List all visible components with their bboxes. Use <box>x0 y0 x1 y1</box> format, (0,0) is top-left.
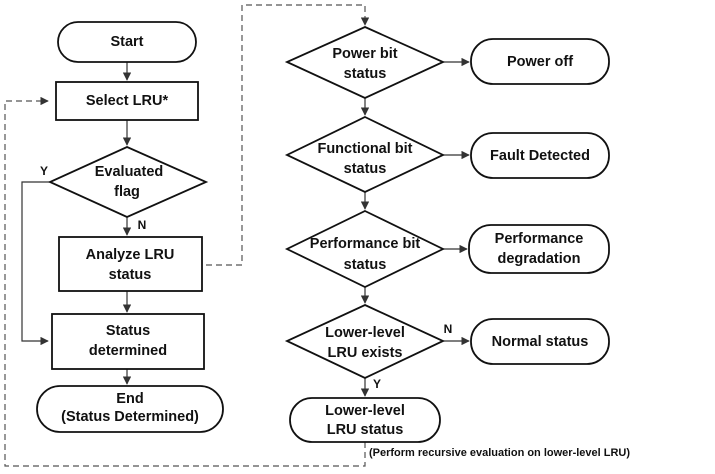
lower-level-exists-label-1: Lower-level <box>325 325 405 341</box>
performance-degradation-label-2: degradation <box>498 251 581 267</box>
performance-degradation-label-1: Performance <box>495 231 584 247</box>
arrow-flag-yes <box>21 181 50 346</box>
normal-status-label: Normal status <box>492 334 589 350</box>
performance-bit-label-2: status <box>344 257 387 273</box>
normal-status-terminal <box>470 318 610 365</box>
select-lru-box <box>55 81 199 121</box>
performance-degradation-terminal <box>468 224 610 274</box>
fault-detected-label: Fault Detected <box>490 148 590 164</box>
end-terminal <box>36 385 224 433</box>
flag-yes-label: Y <box>40 164 48 178</box>
power-off-label: Power off <box>507 54 573 70</box>
start-label: Start <box>110 34 143 50</box>
select-lru-label: Select LRU* <box>86 93 169 109</box>
flag-no-label: N <box>138 218 147 232</box>
exists-no-label: N <box>444 322 453 336</box>
dashed-recursion-to-select <box>4 96 366 467</box>
performance-bit-decision <box>284 209 446 289</box>
power-off-terminal <box>470 38 610 85</box>
fault-detected-terminal <box>470 132 610 179</box>
recursion-note: (Perform recursive evaluation on lower-l… <box>369 447 630 459</box>
dashed-connectors <box>4 4 370 467</box>
analyze-lru-box <box>58 236 203 292</box>
end-label-2: (Status Determined) <box>61 409 199 425</box>
exists-yes-label: Y <box>373 377 381 391</box>
end-label-1: End <box>116 391 143 407</box>
analyze-lru-label-1: Analyze LRU <box>86 247 175 263</box>
evaluated-flag-decision <box>47 146 209 218</box>
performance-bit-label-1: Performance bit <box>310 236 421 252</box>
status-determined-box <box>51 313 205 370</box>
status-determined-label-1: Status <box>106 323 150 339</box>
functional-bit-decision <box>284 115 446 193</box>
lower-level-status-label-1: Lower-level <box>325 403 405 419</box>
functional-bit-label-2: status <box>344 161 387 177</box>
lower-level-exists-label-2: LRU exists <box>328 345 403 361</box>
analyze-lru-label-2: status <box>109 267 152 283</box>
status-determined-label-2: determined <box>89 343 167 359</box>
power-bit-label-1: Power bit <box>332 46 397 62</box>
functional-bit-label-1: Functional bit <box>317 141 412 157</box>
connectors-left <box>21 62 132 385</box>
evaluated-flag-label-2: flag <box>114 184 140 200</box>
evaluated-flag-label-1: Evaluated <box>95 164 164 180</box>
lower-level-exists-decision <box>284 304 446 379</box>
power-bit-label-2: status <box>344 66 387 82</box>
dashed-analyze-to-power <box>206 4 370 266</box>
connectors-right <box>360 57 470 397</box>
lower-level-status-label-2: LRU status <box>327 422 404 438</box>
start-terminal <box>57 21 197 63</box>
power-bit-decision <box>284 26 446 99</box>
lower-level-status-terminal <box>289 397 441 443</box>
